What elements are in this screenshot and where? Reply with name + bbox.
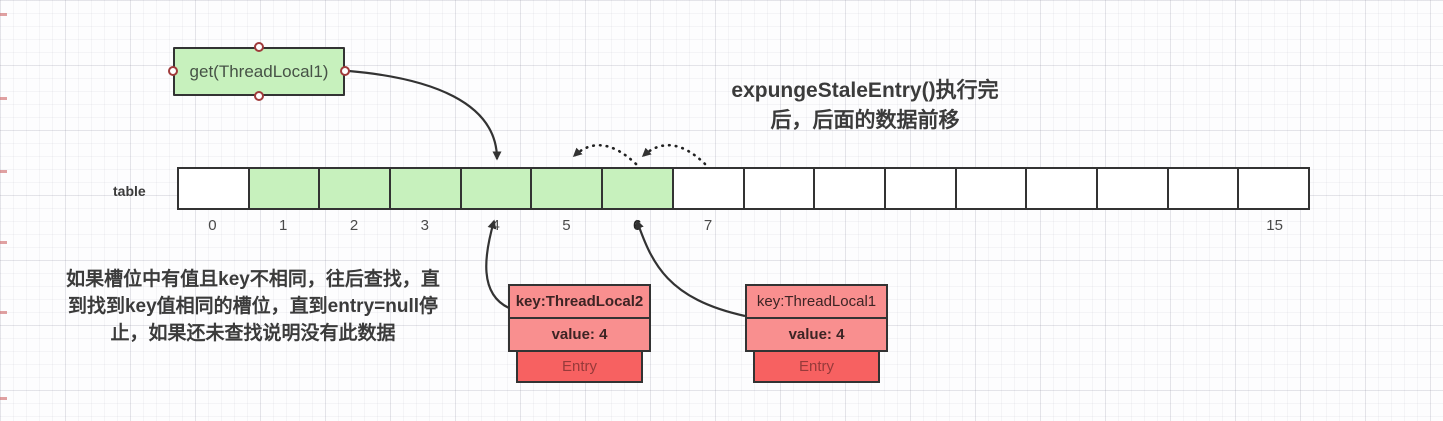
entry-value-box[interactable]: value: 4 [508, 317, 651, 352]
get-function-box[interactable]: get(ThreadLocal1) [173, 47, 345, 96]
slot-index-3: 3 [420, 217, 430, 234]
shift-arc-6-to-5[interactable] [572, 143, 638, 166]
ruler-tick [0, 241, 7, 244]
ruler-tick [0, 397, 7, 400]
connection-handle-bottom[interactable] [254, 91, 264, 101]
slot-index-11 [956, 217, 1027, 234]
entry-key-box[interactable]: key:ThreadLocal1 [745, 284, 888, 319]
slot-index-10 [885, 217, 956, 234]
title-annotation: expungeStaleEntry()执行完 后，后面的数据前移 [690, 76, 1040, 136]
table-row [177, 167, 1310, 210]
table-slot-14[interactable] [1169, 169, 1240, 208]
arrow-get-to-slot4[interactable] [348, 69, 502, 161]
connection-handle-right[interactable] [340, 66, 350, 76]
get-function-label: get(ThreadLocal1) [189, 61, 329, 81]
table-slot-9[interactable] [815, 169, 886, 208]
table-slot-7[interactable] [674, 169, 745, 208]
ruler-tick [0, 97, 7, 100]
connection-handle-left[interactable] [168, 66, 178, 76]
slot-index-6: 6 [633, 217, 642, 234]
entry-key-label: key:ThreadLocal1 [756, 293, 877, 310]
slot-index-13 [1098, 217, 1169, 234]
entry-key-label: key:ThreadLocal2 [515, 293, 644, 310]
ruler-tick [0, 170, 7, 173]
note-line-3: 止，如果还未查找说明没有此数据 [110, 323, 396, 344]
slot-index-9 [814, 217, 885, 234]
ruler-tick [0, 13, 7, 16]
connection-handle-top[interactable] [254, 42, 264, 52]
slot-index-7: 7 [703, 217, 713, 234]
entry-threadlocal2: key:ThreadLocal2 value: 4 Entry [508, 284, 651, 383]
slot-index-5: 5 [562, 217, 571, 234]
entry-value-label: value: 4 [788, 326, 845, 343]
table-slot-6[interactable] [603, 169, 674, 208]
table-label: table [113, 183, 146, 199]
entry-value-label: value: 4 [551, 326, 608, 343]
table-slot-11[interactable] [957, 169, 1028, 208]
title-line-1: expungeStaleEntry()执行完 [731, 79, 999, 102]
table-slot-10[interactable] [886, 169, 957, 208]
note-line-2: 到找到key值相同的槽位，直到entry=null停 [67, 296, 439, 317]
table-slot-0[interactable] [179, 169, 250, 208]
table-slot-2[interactable] [320, 169, 392, 208]
arrow-entry2-to-slot4[interactable] [485, 219, 510, 309]
table-slot-15[interactable] [1239, 169, 1308, 208]
note-line-1: 如果槽位中有值且key不相同，往后查找，直 [66, 269, 440, 290]
note-annotation: 如果槽位中有值且key不相同，往后查找，直 到找到key值相同的槽位，直到ent… [30, 266, 476, 347]
table-slot-3[interactable] [391, 169, 462, 208]
slot-index-15: 15 [1266, 217, 1283, 234]
slot-index-1: 1 [279, 217, 288, 234]
table-slot-1[interactable] [249, 169, 321, 208]
entry-tag-label: Entry [798, 358, 834, 375]
slot-index-14 [1168, 217, 1239, 234]
entry-threadlocal1: key:ThreadLocal1 value: 4 Entry [745, 284, 888, 383]
table-slot-13[interactable] [1098, 169, 1169, 208]
table-slot-12[interactable] [1027, 169, 1098, 208]
slot-index-0: 0 [208, 217, 217, 234]
shift-arc-7-to-6[interactable] [641, 143, 707, 166]
entry-tag-box[interactable]: Entry [516, 350, 643, 383]
slot-index-12 [1027, 217, 1098, 234]
ruler-tick [0, 311, 7, 314]
table-slot-4[interactable] [461, 169, 533, 208]
entry-value-box[interactable]: value: 4 [745, 317, 888, 352]
entry-key-box[interactable]: key:ThreadLocal2 [508, 284, 651, 319]
table-slot-5[interactable] [532, 169, 604, 208]
table-slot-8[interactable] [745, 169, 816, 208]
entry-tag-box[interactable]: Entry [753, 350, 880, 383]
arrow-entry1-to-slot6[interactable] [635, 219, 746, 318]
slot-index-8 [744, 217, 815, 234]
entry-tag-label: Entry [561, 358, 597, 375]
slot-index-4: 4 [491, 217, 500, 234]
index-row: 0 1 2 3 4 5 6 7 15 [177, 217, 1310, 234]
slot-index-2: 2 [349, 217, 359, 234]
title-line-2: 后，后面的数据前移 [770, 109, 960, 132]
